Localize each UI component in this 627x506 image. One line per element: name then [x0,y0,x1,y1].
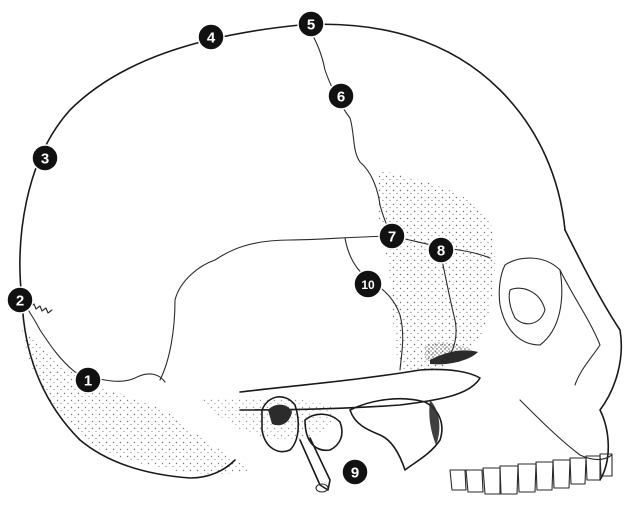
marker-2: 2 [7,287,33,313]
marker-5: 5 [298,11,324,37]
styloid-process [300,438,330,490]
marker-label: 7 [388,229,396,246]
teeth [450,454,612,494]
sphenoid-stipple [378,170,496,371]
marker-label: 8 [437,243,445,260]
pterygoid-region [350,399,442,470]
marker-label: 5 [307,17,315,34]
squamous-suture [160,236,392,380]
marker-label: 9 [351,465,359,482]
marker-label: 4 [207,30,216,47]
maxilla-outline [520,400,612,460]
marker-8: 8 [428,237,454,263]
marker-1: 1 [75,367,101,393]
marker-label: 1 [84,373,92,390]
marker-label: 2 [16,293,24,310]
marker-7: 7 [379,223,405,249]
marker-6: 6 [328,83,354,109]
marker-9: 9 [342,459,368,485]
marker-4: 4 [198,24,224,50]
pterygoid-shade [429,400,439,445]
coronal-suture [310,30,392,236]
marker-label: 3 [41,151,49,168]
marker-10: 10 [354,270,382,298]
orbit-inner [509,288,545,324]
marker-label: 10 [361,278,375,292]
orbit-outline [499,258,562,345]
marker-3: 3 [32,145,58,171]
marker-label: 6 [337,89,345,106]
